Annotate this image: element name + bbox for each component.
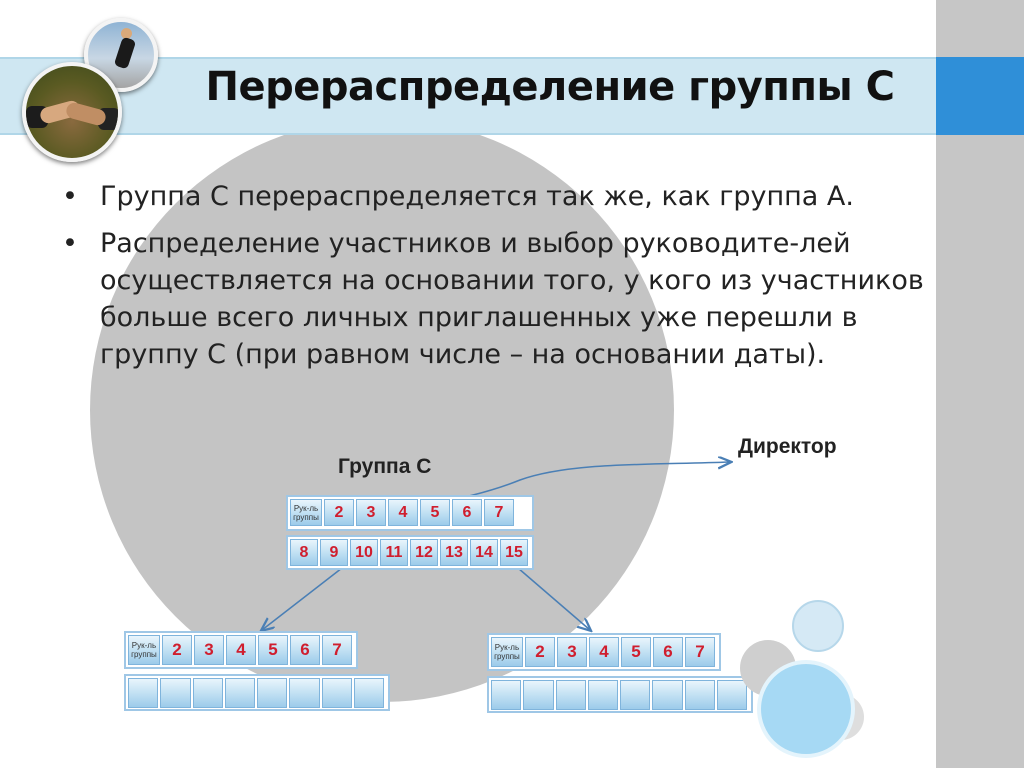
bullet-text: Распределение участников и выбор руковод… xyxy=(100,228,924,370)
member-cell: 3 xyxy=(356,499,386,526)
empty-cell xyxy=(523,680,554,710)
member-cell: 7 xyxy=(322,635,353,665)
decorative-circle xyxy=(792,600,844,652)
leader-cell: Рук-ль группы xyxy=(290,499,322,526)
empty-cell xyxy=(224,678,255,708)
group-label: Группа С xyxy=(338,455,432,478)
member-cell: 3 xyxy=(556,637,587,667)
member-cell: 4 xyxy=(588,637,619,667)
title-band xyxy=(0,57,936,135)
empty-cell xyxy=(716,680,747,710)
member-cell: 2 xyxy=(161,635,192,665)
empty-cell xyxy=(289,678,320,708)
empty-cell xyxy=(555,680,586,710)
member-cell: 2 xyxy=(324,499,354,526)
arrow-to-right-group xyxy=(517,567,590,630)
decorative-circle xyxy=(757,660,855,758)
empty-cell xyxy=(684,680,715,710)
member-cell: 4 xyxy=(388,499,418,526)
bullet-dot-icon: • xyxy=(62,228,78,259)
left-group-row-2 xyxy=(124,674,390,711)
bullet-list: • Группа С перераспределяется так же, как… xyxy=(62,178,962,383)
member-cell: 6 xyxy=(290,635,321,665)
empty-cell xyxy=(128,678,159,708)
handshake-icon xyxy=(22,62,122,162)
member-cell: 10 xyxy=(350,539,378,566)
left-group-row-1: Рук-ль группы 2 3 4 5 6 7 xyxy=(124,631,358,669)
member-cell: 3 xyxy=(193,635,224,665)
member-cell: 2 xyxy=(524,637,555,667)
member-cell: 7 xyxy=(685,637,716,667)
member-cell: 5 xyxy=(420,499,450,526)
member-cell: 12 xyxy=(410,539,438,566)
member-cell: 13 xyxy=(440,539,468,566)
empty-cell xyxy=(192,678,223,708)
member-cell: 7 xyxy=(484,499,514,526)
right-group-row-2 xyxy=(487,676,753,713)
group-c-row-1: Рук-ль группы 2 3 4 5 6 7 xyxy=(286,495,534,531)
member-cell: 4 xyxy=(225,635,256,665)
empty-cell xyxy=(257,678,288,708)
bullet-text: Группа С перераспределяется так же, как … xyxy=(100,181,854,212)
leader-cell: Рук-ль группы xyxy=(491,637,523,667)
member-cell: 8 xyxy=(290,539,318,566)
member-cell: 6 xyxy=(653,637,684,667)
empty-cell xyxy=(491,680,522,710)
title-accent xyxy=(936,57,1024,135)
slide-title: Перераспределение группы С xyxy=(205,64,895,110)
bullet-item: • Распределение участников и выбор руково… xyxy=(62,225,962,373)
right-group-row-1: Рук-ль группы 2 3 4 5 6 7 xyxy=(487,633,721,671)
empty-cell xyxy=(620,680,651,710)
group-c-row-2: 8 9 10 11 12 13 14 15 xyxy=(286,535,534,570)
member-cell: 6 xyxy=(452,499,482,526)
empty-cell xyxy=(652,680,683,710)
director-label: Директор xyxy=(738,435,837,458)
arrow-to-left-group xyxy=(262,567,343,630)
empty-cell xyxy=(587,680,618,710)
leader-cell: Рук-ль группы xyxy=(128,635,160,665)
member-cell: 9 xyxy=(320,539,348,566)
member-cell: 5 xyxy=(257,635,288,665)
background-circle xyxy=(90,118,674,702)
member-cell: 5 xyxy=(620,637,651,667)
person-head xyxy=(121,28,132,39)
empty-cell xyxy=(160,678,191,708)
member-cell: 11 xyxy=(380,539,408,566)
member-cell: 14 xyxy=(470,539,498,566)
bullet-dot-icon: • xyxy=(62,181,78,212)
member-cell: 15 xyxy=(500,539,528,566)
empty-cell xyxy=(321,678,352,708)
bullet-item: • Группа С перераспределяется так же, как… xyxy=(62,178,962,215)
empty-cell xyxy=(353,678,384,708)
